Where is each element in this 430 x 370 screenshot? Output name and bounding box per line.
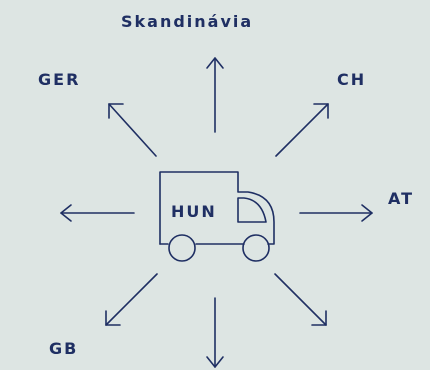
arrow-north	[206, 57, 224, 133]
destination-northeast: CH	[337, 70, 367, 89]
destination-east: AT	[388, 189, 415, 208]
destination-southwest: GB	[49, 339, 79, 358]
arrow-south	[206, 297, 224, 368]
origin-label: HUN	[171, 202, 217, 221]
arrow-southwest	[105, 273, 158, 326]
truck-icon	[159, 171, 275, 262]
arrow-west	[60, 204, 135, 222]
destination-northwest: GER	[38, 70, 81, 89]
arrow-northeast	[275, 103, 329, 157]
destination-north: Skandinávia	[121, 12, 254, 31]
arrow-southeast	[274, 273, 327, 326]
arrow-northwest	[108, 103, 157, 157]
arrow-east	[299, 204, 373, 222]
